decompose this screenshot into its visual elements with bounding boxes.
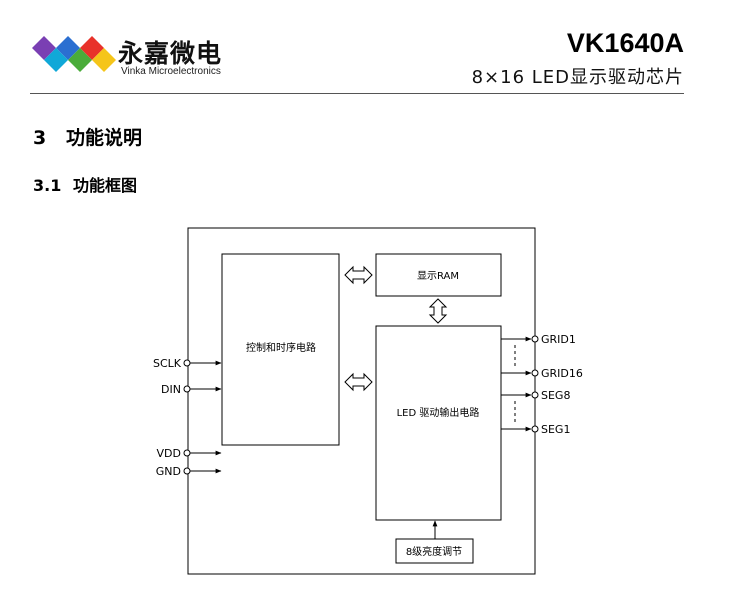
brightness-label: 8级亮度调节	[406, 545, 462, 558]
pin-grid16-terminal	[531, 369, 539, 377]
led-driver-label: LED 驱动输出电路	[397, 406, 480, 419]
pin-sclk-terminal	[183, 359, 191, 367]
display-ram-block	[375, 253, 502, 297]
document-model: VK1640A	[566, 28, 684, 58]
pin-din-label: DIN	[161, 383, 181, 396]
pin-seg8-terminal	[531, 391, 539, 399]
section-title: 功能说明	[66, 127, 143, 149]
pin-grid16-label: GRID16	[541, 367, 583, 380]
control-ram-double-arrow-icon	[344, 265, 373, 285]
led-driver-block	[375, 325, 502, 521]
control-timing-block	[221, 253, 340, 446]
control-driver-double-arrow-icon	[344, 372, 373, 392]
pin-seg1-label: SEG1	[541, 423, 570, 436]
pin-vdd-label: VDD	[157, 447, 181, 460]
display-ram-label: 显示RAM	[417, 270, 459, 282]
vinka-logo-icon	[32, 36, 116, 72]
subsection-heading: 3.1 功能框图	[33, 172, 137, 196]
header-divider	[30, 93, 684, 94]
pin-seg1-terminal	[531, 425, 539, 433]
subsection-title: 功能框图	[73, 176, 138, 195]
chip-boundary	[187, 227, 536, 575]
pin-grid1-terminal	[531, 335, 539, 343]
pin-sclk-label: SCLK	[153, 357, 182, 370]
section-heading: 3 功能说明	[33, 123, 142, 150]
section-number: 3	[33, 127, 47, 149]
pin-grid1-label: GRID1	[541, 333, 576, 346]
pin-gnd-terminal	[183, 467, 191, 475]
subsection-number: 3.1	[33, 176, 62, 195]
control-timing-label: 控制和时序电路	[246, 341, 316, 354]
brand-name-en: Vinka Microelectronics	[121, 66, 221, 77]
pin-gnd-label: GND	[156, 465, 181, 478]
pin-seg8-label: SEG8	[541, 389, 570, 402]
document-subtitle: 8×16 LED显示驱动芯片	[471, 67, 684, 88]
ram-driver-double-arrow-icon	[428, 298, 448, 324]
pin-din-terminal	[183, 385, 191, 393]
brand-name-cn: 永嘉微电	[118, 39, 223, 68]
pin-vdd-terminal	[183, 449, 191, 457]
